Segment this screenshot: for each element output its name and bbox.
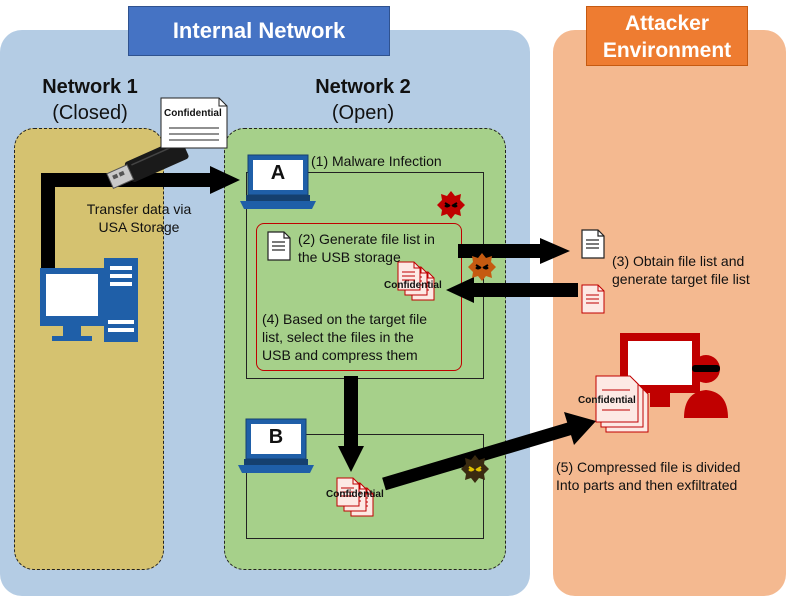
target-list-return-arrowhead bbox=[446, 277, 474, 303]
usb-confidential-doc-icon bbox=[160, 97, 228, 149]
confidential-label-usb: Confidential bbox=[164, 108, 222, 119]
target-list-doc-icon bbox=[581, 284, 605, 314]
transfer-label: Transfer data via USA Storage bbox=[64, 200, 214, 236]
confidential-label-b: Confidential bbox=[326, 489, 384, 500]
malware-orange-icon bbox=[468, 253, 496, 281]
hacker-icon bbox=[684, 355, 728, 418]
step4-line2: list, select the files in the bbox=[262, 329, 414, 345]
computer-b-box bbox=[246, 434, 484, 539]
step2-line2: the USB storage bbox=[298, 249, 401, 265]
attacker-title-line2: Environment bbox=[602, 39, 732, 62]
a-to-b-arrowhead bbox=[338, 446, 364, 472]
attacker-title-line1: Attacker bbox=[624, 12, 710, 35]
malware-red-icon bbox=[437, 191, 465, 219]
exfiltration-line bbox=[382, 421, 574, 491]
exfiltration-arrowhead bbox=[564, 412, 596, 445]
attacker-environment-title: Attacker Environment bbox=[586, 6, 748, 66]
network1-name: Network 1 bbox=[42, 76, 138, 98]
step5-line2: Into parts and then exfiltrated bbox=[556, 477, 738, 493]
filelist-doc-attacker-icon bbox=[581, 229, 605, 259]
confidential-label-a: Confidential bbox=[384, 280, 442, 291]
usb-drive-icon bbox=[106, 138, 189, 190]
network1-label: Network 1 (Closed) bbox=[10, 74, 170, 126]
malware-black-icon bbox=[461, 455, 489, 483]
step3-label: (3) Obtain file list and generate target… bbox=[612, 252, 750, 288]
step3-line1: (3) Obtain file list and bbox=[612, 253, 745, 269]
filelist-doc-a-icon bbox=[267, 231, 291, 261]
desktop-pc-icon bbox=[40, 258, 138, 342]
internal-network-title: Internal Network bbox=[128, 6, 390, 56]
transfer-label-line1: Transfer data via bbox=[86, 201, 192, 217]
step2-line1: (2) Generate file list in bbox=[298, 231, 435, 247]
step1-label: (1) Malware Infection bbox=[311, 153, 442, 169]
step5-line1: (5) Compressed file is divided bbox=[556, 459, 741, 475]
filelist-exfil-arrowhead bbox=[540, 238, 570, 264]
usb-transfer-arrowhead bbox=[210, 166, 240, 194]
network2-name: Network 2 bbox=[315, 76, 411, 98]
network1-state: (Closed) bbox=[52, 102, 128, 124]
step2-label: (2) Generate file list in the USB storag… bbox=[298, 230, 435, 266]
usb-transfer-line bbox=[41, 173, 220, 296]
step5-label: (5) Compressed file is divided Into part… bbox=[556, 458, 740, 494]
step4-line3: USB and compress them bbox=[262, 347, 418, 363]
attacker-confidential-doc-icon bbox=[595, 375, 649, 433]
step4-label: (4) Based on the target file list, selec… bbox=[262, 310, 427, 364]
step4-line1: (4) Based on the target file bbox=[262, 311, 427, 327]
network2-state: (Open) bbox=[331, 102, 395, 124]
confidential-label-attacker: Confidential bbox=[578, 395, 636, 406]
network2-label: Network 2 (Open) bbox=[268, 74, 458, 126]
step3-line2: generate target file list bbox=[612, 271, 750, 287]
computer-a-label: A bbox=[270, 162, 286, 184]
transfer-label-line2: USA Storage bbox=[98, 219, 180, 235]
network1-zone bbox=[14, 128, 164, 570]
computer-b-label: B bbox=[268, 426, 284, 448]
